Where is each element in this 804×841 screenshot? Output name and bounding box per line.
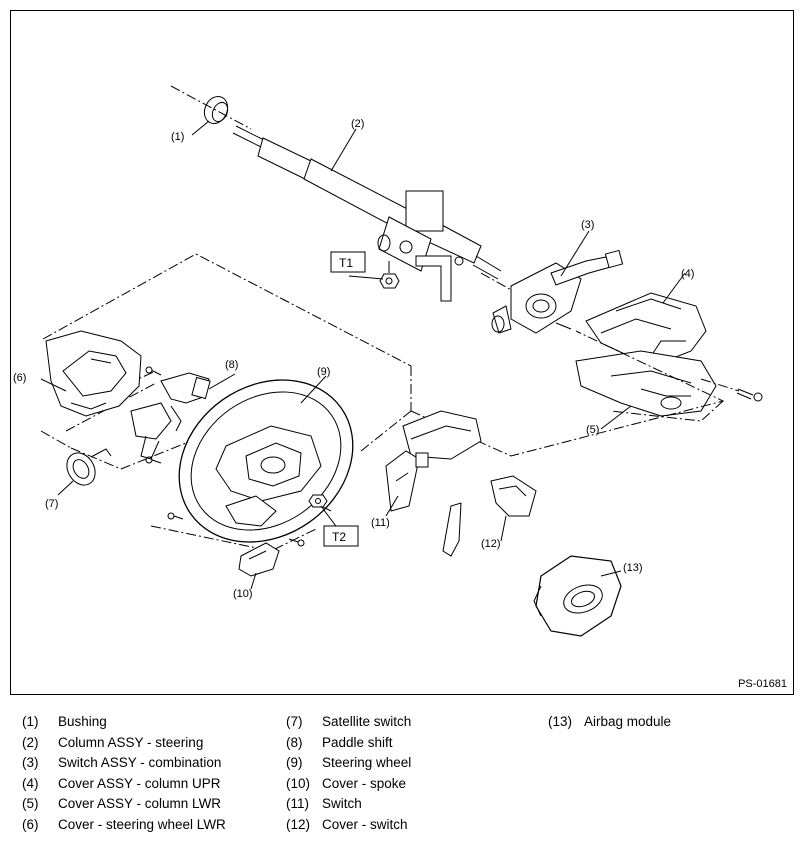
t2-nut [308, 494, 328, 508]
airbag-module-part [533, 555, 622, 637]
legend-number: (13) [548, 714, 573, 729]
legend-number: (1) [22, 714, 39, 729]
legend-item: (6) Cover - steering wheel LWR [22, 815, 226, 836]
legend-number: (12) [286, 816, 311, 832]
legend-name: Cover ASSY - column LWR [58, 796, 222, 812]
paddle-shift-part [130, 372, 211, 460]
steering-column-part [232, 125, 502, 302]
callout-12: (12) [481, 538, 501, 550]
callout-13: (13) [623, 562, 643, 574]
legend-name: Switch [322, 796, 362, 812]
callout-5: (5) [586, 424, 599, 436]
legend-item: (10) Cover - spoke [286, 774, 411, 795]
legend-item: (4) Cover ASSY - column UPR [22, 774, 226, 795]
torque-label-t1: T1 [339, 256, 353, 270]
legend-number: (9) [286, 755, 303, 771]
legend-item: (8) Paddle shift [286, 733, 411, 754]
legend-name: Satellite switch [322, 714, 412, 729]
legend-number: (8) [286, 734, 303, 750]
legend-item: (11) Switch [286, 794, 411, 815]
legend-item: (1) Bushing [22, 712, 226, 733]
callout-1: (1) [171, 131, 184, 143]
legend-item: (12) Cover - switch [286, 815, 411, 836]
callout-9: (9) [317, 366, 330, 378]
column-axis-line [170, 85, 252, 130]
exploded-diagram: (1) (2) (3) (4) (5) (6) (7) (8) (9) (10)… [10, 10, 794, 695]
bushing-part [203, 95, 229, 125]
callout-3: (3) [581, 219, 594, 231]
column-cover-lower-part [575, 350, 717, 417]
torque-label-t2: T2 [332, 530, 346, 544]
callout-6: (6) [13, 372, 26, 384]
combination-switch-part [491, 249, 624, 334]
legend-number: (10) [286, 775, 311, 791]
torque-box-t1: T1 [330, 251, 366, 273]
legend-name: Switch ASSY - combination [58, 755, 222, 771]
column-axis-line-lower [480, 272, 532, 302]
legend-number: (7) [286, 714, 303, 729]
legend-item: (5) Cover ASSY - column LWR [22, 794, 226, 815]
legend-name: Airbag module [584, 714, 672, 729]
callout-8: (8) [225, 359, 238, 371]
legend-name: Steering wheel [322, 755, 412, 771]
legend-column-1: (1) Bushing (2) Column ASSY - steering (3)… [22, 712, 226, 836]
legend-name: Cover - spoke [322, 775, 407, 791]
switch-bracket-part [442, 502, 462, 557]
legend-column-3: (13) Airbag module [548, 712, 671, 733]
wheel-screws [145, 366, 305, 547]
legend-number: (5) [22, 796, 39, 812]
callout-4: (4) [681, 268, 694, 280]
steering-wheel-lower-cover-part [45, 330, 142, 417]
leader-lines [40, 120, 686, 590]
legend-number: (3) [22, 755, 39, 771]
legend-number: (4) [22, 775, 39, 791]
screw-axis-line [700, 378, 740, 392]
diagram-canvas: (1) (2) (3) (4) (5) (6) (7) (8) (9) (10)… [13, 85, 763, 637]
legend-column-2: (7) Satellite switch (8) Paddle shift (9) S… [286, 712, 411, 836]
torque-box-t2: T2 [323, 525, 359, 547]
legend-item: (9) Steering wheel [286, 753, 411, 774]
switch-part [385, 410, 482, 512]
switch-cover-part [490, 475, 537, 517]
satellite-switch-part [66, 448, 112, 486]
parts-legend: (1) Bushing (2) Column ASSY - steering (3)… [22, 712, 792, 837]
legend-name: Bushing [58, 714, 107, 729]
legend-item: (3) Switch ASSY - combination [22, 753, 226, 774]
callout-10: (10) [233, 588, 253, 600]
legend-name: Paddle shift [322, 734, 393, 750]
legend-number: (11) [286, 796, 310, 812]
legend-item: (7) Satellite switch [286, 712, 411, 733]
callout-7: (7) [45, 498, 58, 510]
legend-item: (2) Column ASSY - steering [22, 733, 226, 754]
legend-number: (6) [22, 816, 39, 832]
legend-name: Cover - steering wheel LWR [58, 816, 226, 832]
legend-number: (2) [22, 734, 39, 750]
spoke-cover-part [238, 542, 280, 577]
legend-item: (13) Airbag module [548, 712, 671, 733]
t1-nut [379, 261, 400, 289]
figure-id: PS-01681 [738, 678, 787, 690]
legend-name: Column ASSY - steering [58, 734, 204, 750]
column-cover-screw [736, 388, 763, 402]
legend-name: Cover - switch [322, 816, 408, 832]
callout-11: (11) [371, 517, 390, 529]
callout-2: (2) [351, 118, 364, 130]
legend-name: Cover ASSY - column UPR [58, 775, 221, 791]
